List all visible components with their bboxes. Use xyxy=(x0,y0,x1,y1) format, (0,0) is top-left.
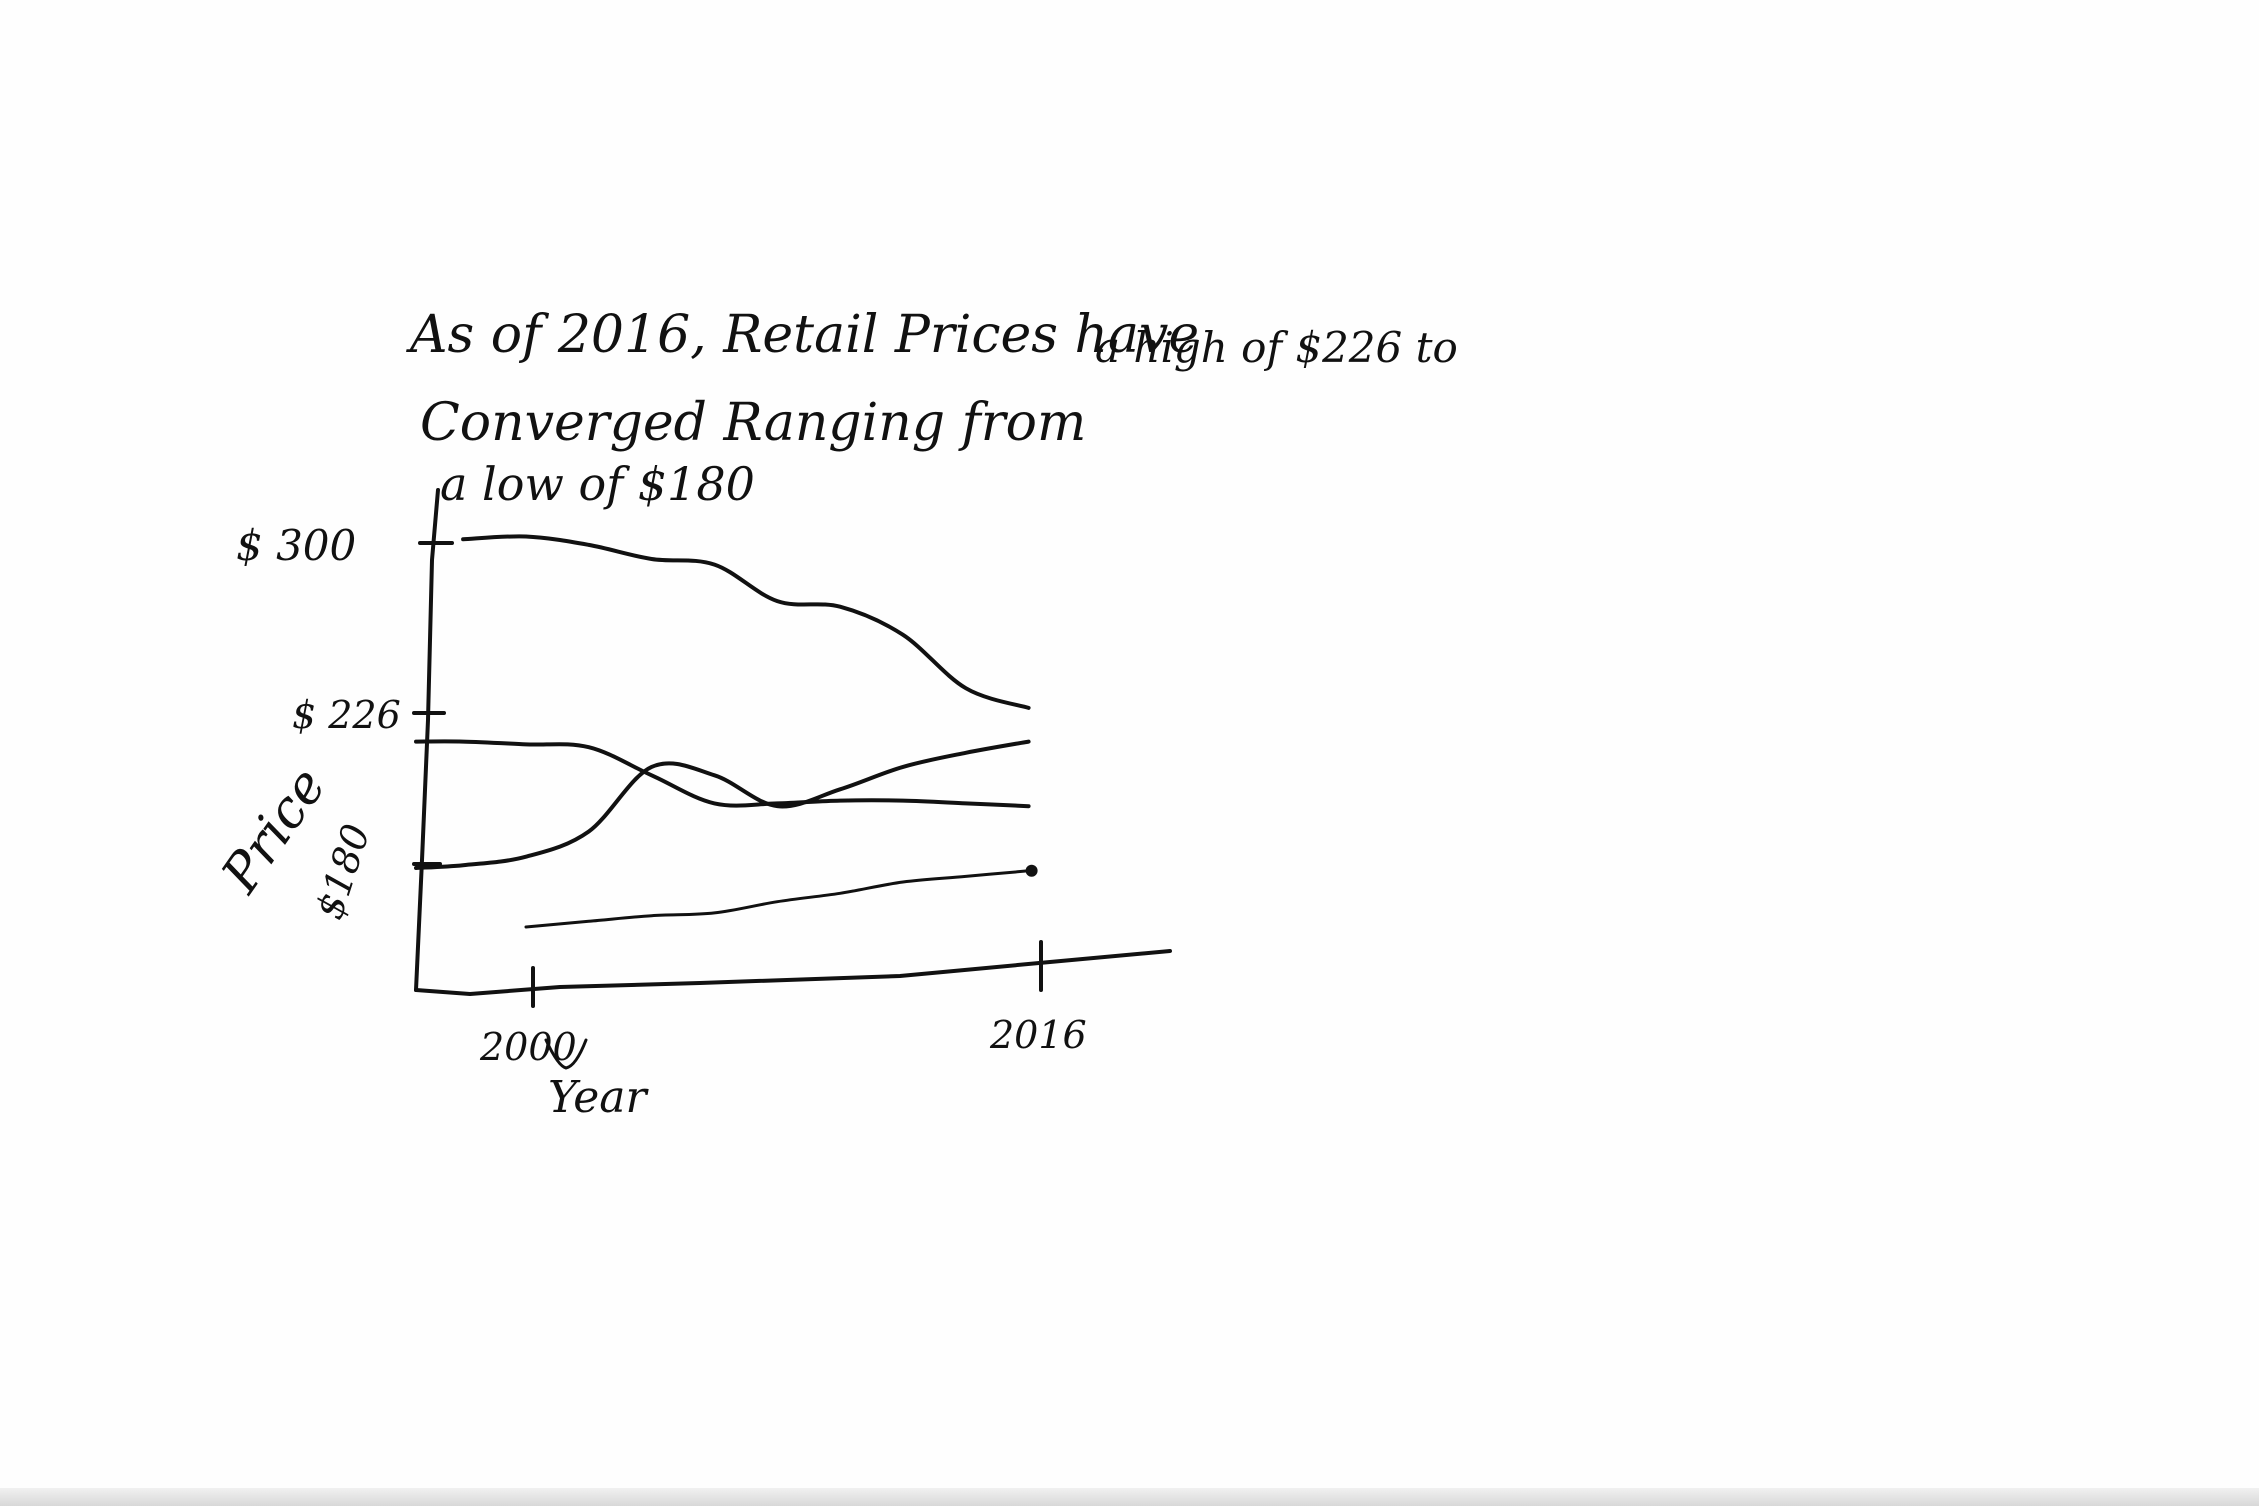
series-end-dot-4 xyxy=(1025,864,1038,877)
note-line-2: Converged Ranging from xyxy=(420,393,1086,453)
series-line-2 xyxy=(414,739,1031,809)
series-layer xyxy=(414,534,1038,929)
note-line-3: a low of $180 xyxy=(440,457,755,511)
y-tick-label-300: $ 300 xyxy=(236,521,356,570)
y-tick-label-180: $180 xyxy=(307,819,379,925)
x-axis-title-arrow xyxy=(544,1038,588,1070)
paper-edge xyxy=(0,1488,2259,1506)
x-tick-label-2016: 2016 xyxy=(989,1013,1087,1057)
x-axis-title: Year xyxy=(548,1072,649,1123)
series-line-3 xyxy=(414,739,1031,870)
note-line-1-tail: a high of $226 to xyxy=(1095,323,1458,372)
series-line-4 xyxy=(524,869,1031,929)
x-axis xyxy=(414,949,1172,996)
x-tick-label-2000: 2000 xyxy=(479,1025,577,1069)
y-axis xyxy=(414,488,440,992)
y-tick-label-226: $ 226 xyxy=(292,693,401,737)
series-line-1 xyxy=(461,534,1031,710)
note-line-1: As of 2016, Retail Prices have xyxy=(406,305,1199,365)
